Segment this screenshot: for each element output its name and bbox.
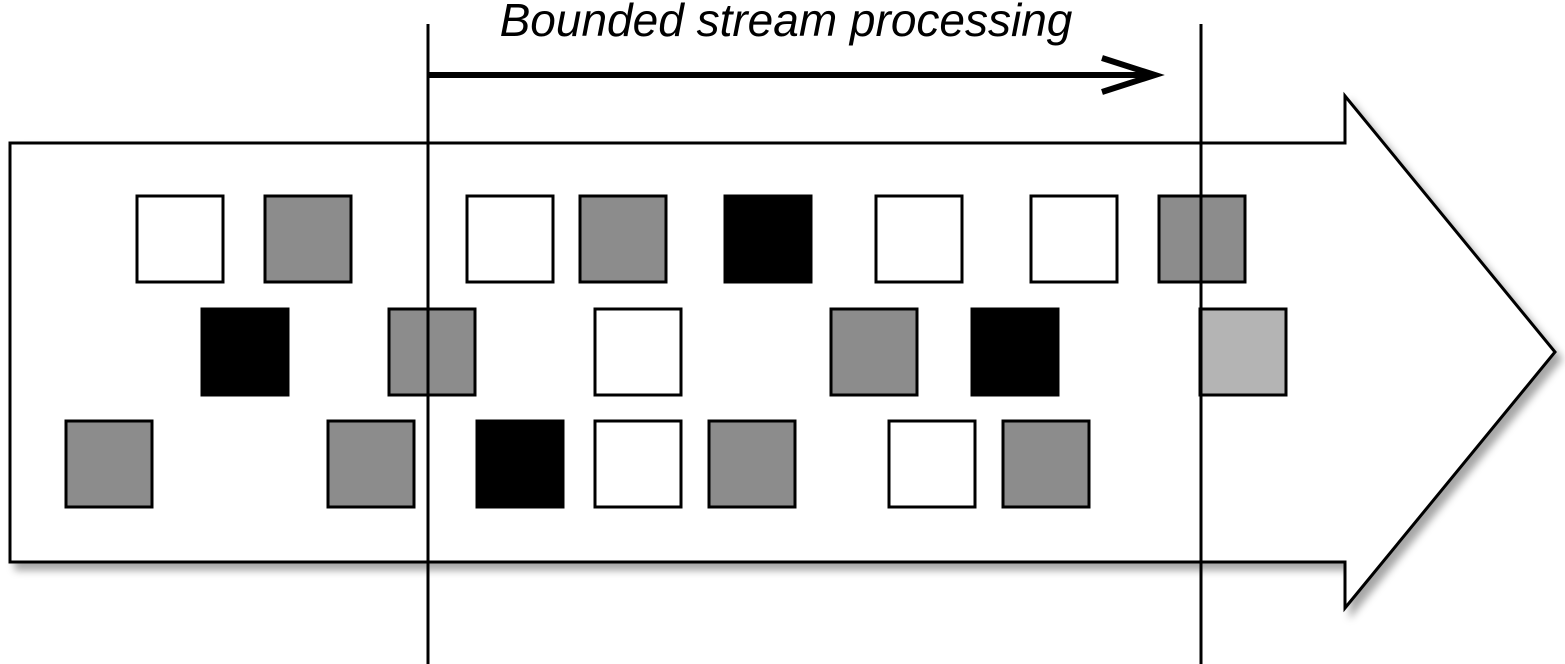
event-square-black (970, 307, 1060, 397)
event-square-gray (64, 419, 154, 509)
event-square-gray (387, 307, 477, 397)
event-square-light-gray (1198, 307, 1288, 397)
event-square-gray (707, 419, 797, 509)
event-square-black (200, 307, 290, 397)
direction-arrow-head (1101, 55, 1165, 95)
event-square-black (475, 419, 565, 509)
event-square-gray (263, 194, 353, 284)
event-square-white (135, 194, 225, 284)
event-square-white (1029, 194, 1119, 284)
event-square-gray (578, 194, 668, 284)
event-square-white (465, 194, 555, 284)
event-square-white (874, 194, 964, 284)
event-square-gray (1001, 419, 1091, 509)
event-square-white (593, 307, 683, 397)
diagram-title: Bounded stream processing (500, 0, 1073, 46)
event-squares (64, 194, 1288, 509)
event-square-white (593, 419, 683, 509)
event-square-white (887, 419, 977, 509)
processing-direction-arrow (428, 55, 1165, 95)
event-square-gray (326, 419, 416, 509)
event-square-black (723, 194, 813, 284)
event-square-gray (829, 307, 919, 397)
